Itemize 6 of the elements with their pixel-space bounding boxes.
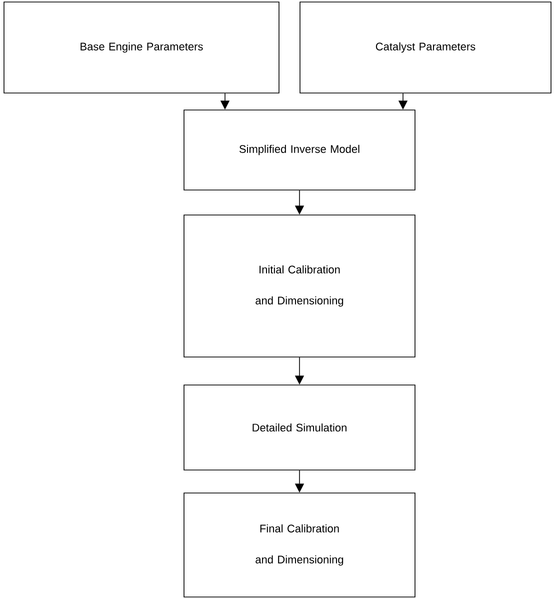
process-box: Final Calibration and Dimensioning xyxy=(184,492,416,598)
process-box: Initial Calibration and Dimensioning xyxy=(184,214,416,358)
process-box: Detailed Simulation xyxy=(184,384,416,470)
process-box: Base Engine Parameters xyxy=(4,2,280,94)
process-box: Simplified Inverse Model xyxy=(184,110,416,190)
process-box: Catalyst Parameters xyxy=(300,2,552,94)
